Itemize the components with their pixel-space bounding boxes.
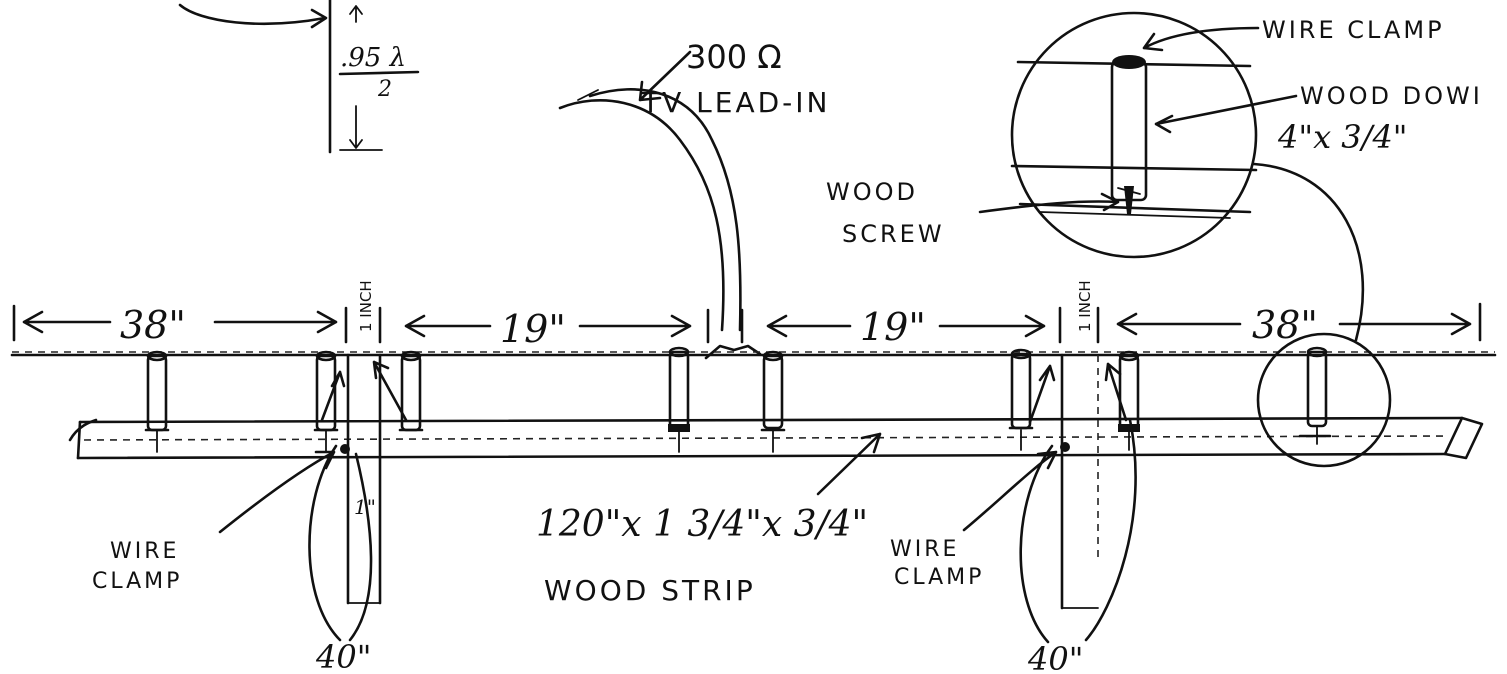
gap-inch-right: 1 INCH [1076,280,1094,332]
dim-1-inch: 1" [354,495,376,519]
dimensions: 38" 1 INCH 19" 19" 1 INCH 38" [12,280,1482,351]
feed-line-label: TV LEAD-IN [641,86,830,119]
wire-clamp-left-2: CLAMP [92,569,182,594]
dowel [313,350,339,453]
wire-clamp-callouts: WIRE CLAMP WIRE CLAMP [92,450,1058,594]
dowel [1118,350,1140,451]
wavelength-callout: .95 λ 2 [178,0,420,154]
dim-38-left: 38" [120,303,186,347]
wire-clamp-right-1: WIRE [890,537,959,562]
dowel [144,350,170,453]
detail-circle-small [1256,332,1392,468]
wood-dowel-label: WOOD DOWI [1300,82,1483,110]
dowel [760,350,786,453]
dowel-size-label: 4"x 3/4" [1277,118,1408,156]
wood-strip-label: WOOD STRIP [544,574,756,607]
dowel [1008,348,1034,451]
dowel [668,346,690,453]
wire-clamp-left-1: WIRE [110,539,179,564]
dim-38-right: 38" [1252,303,1318,347]
wavelength-denominator: 2 [377,77,392,102]
dim-40-right: 40" [1027,640,1083,674]
wood-strip-size: 120"x 1 3/4"x 3/4" [536,504,868,545]
wood-screw-label-1: WOOD [826,178,918,206]
wire-clamp-top-label: WIRE CLAMP [1262,16,1445,44]
feed-line-impedance: 300 Ω [686,38,782,76]
wood-strip [68,416,1484,460]
dim-40-loops: 40" 40" [308,418,1137,674]
dipole-drops: 1" [320,353,1128,610]
dim-19-right: 19" [860,305,926,349]
wire-element [10,351,1497,357]
dowels [144,346,1332,453]
dowel [398,350,424,432]
dowel [1298,346,1332,445]
wavelength-numerator: .95 λ [340,43,406,73]
dim-40-left: 40" [315,638,371,674]
dim-19-left: 19" [500,307,566,351]
feed-line: 300 Ω TV LEAD-IN [558,38,830,360]
gap-inch-left: 1 INCH [357,280,375,332]
wire-clamp-right-2: CLAMP [894,565,984,590]
wood-screw-label-2: SCREW [842,220,945,248]
wood-strip-callout: 120"x 1 3/4"x 3/4" WOOD STRIP [536,432,882,607]
detail-magnifier: WIRE CLAMP WOOD DOWI 4"x 3/4" WOOD SCREW [826,11,1483,342]
